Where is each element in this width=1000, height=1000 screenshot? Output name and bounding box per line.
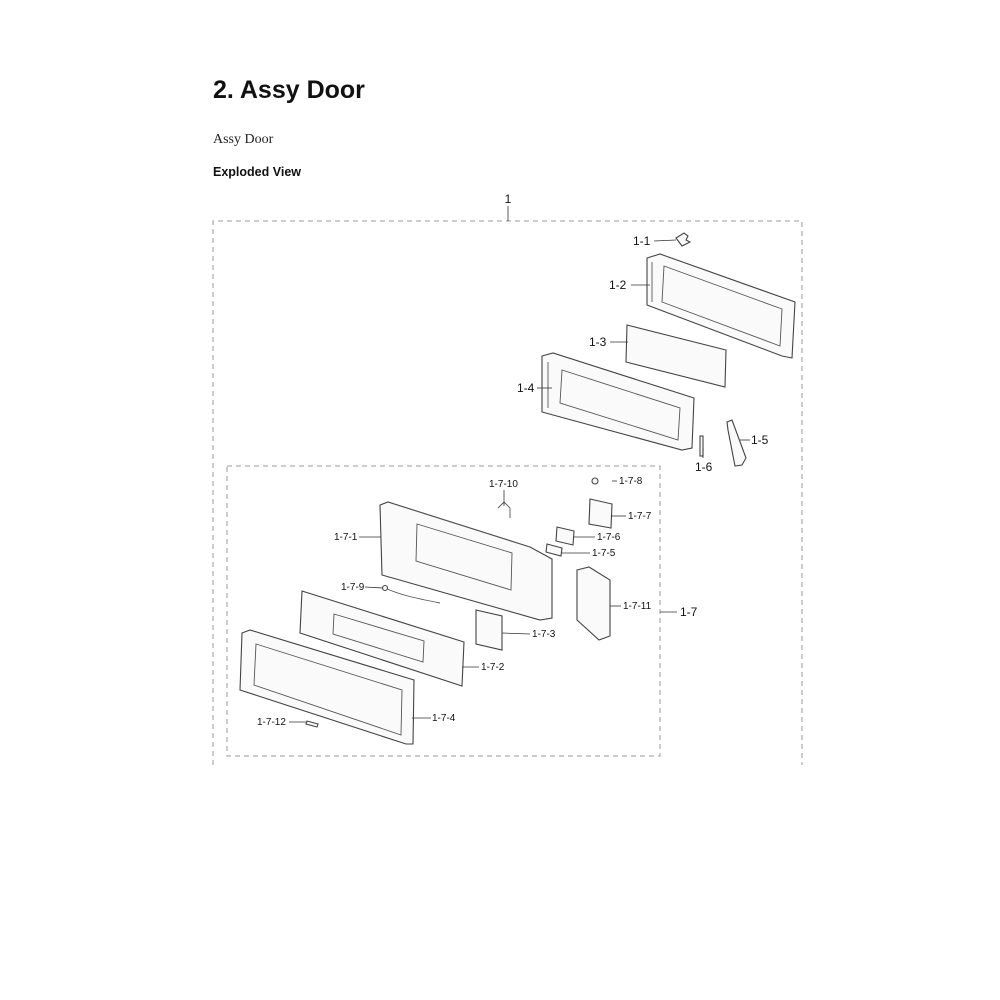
callout-1-7-7: 1-7-7: [628, 511, 652, 522]
callout-1-6: 1-6: [695, 460, 713, 474]
callout-1-7-6: 1-7-6: [597, 532, 621, 543]
part-1-7-2: [299, 590, 465, 687]
part-1-7-6: [555, 526, 575, 546]
callout-1-7-12: 1-7-12: [257, 717, 286, 728]
callout-1-3: 1-3: [589, 335, 607, 349]
part-1-7-7: [588, 498, 613, 529]
part-1-6: [699, 435, 704, 457]
sub-assembly-boundary: [226, 465, 661, 757]
callout-1-7: 1-7: [680, 605, 698, 619]
callout-1-7-3: 1-7-3: [532, 629, 556, 640]
assembly-label: 1: [505, 192, 512, 206]
part-1-2: [646, 253, 796, 359]
callout-1-1: 1-1: [633, 234, 651, 248]
assembly-boundary: [212, 220, 803, 765]
callout-1-4: 1-4: [517, 381, 535, 395]
part-1-7-3: [475, 609, 503, 651]
part-1-1: [675, 232, 692, 247]
callout-1-7-4: 1-7-4: [432, 713, 456, 724]
callout-1-2: 1-2: [609, 278, 627, 292]
callout-1-7-11: 1-7-11: [623, 601, 652, 612]
callout-1-7-8: 1-7-8: [619, 476, 643, 487]
part-1-7-12: [305, 720, 319, 728]
part-1-7-4: [239, 629, 415, 745]
part-1-5: [726, 419, 747, 467]
leader-lines: [289, 239, 750, 723]
part-1-7-1: [379, 501, 553, 621]
part-1-3: [625, 324, 727, 388]
part-1-7-10: [497, 501, 511, 518]
page-title: 2. Assy Door: [213, 76, 365, 104]
part-1-4: [541, 352, 695, 451]
callout-1-7-10: 1-7-10: [489, 479, 518, 490]
callout-1-7-9: 1-7-9: [341, 582, 365, 593]
callout-1-7-1: 1-7-1: [334, 532, 358, 543]
part-1-7-8: [591, 477, 599, 485]
callout-1-7-5: 1-7-5: [592, 548, 616, 559]
page-subtitle: Assy Door: [213, 132, 274, 147]
section-heading: Exploded View: [213, 165, 301, 179]
part-1-7-5: [545, 543, 563, 557]
callout-1-7-2: 1-7-2: [481, 662, 505, 673]
part-1-7-11: [576, 566, 611, 641]
callout-1-5: 1-5: [751, 433, 769, 447]
